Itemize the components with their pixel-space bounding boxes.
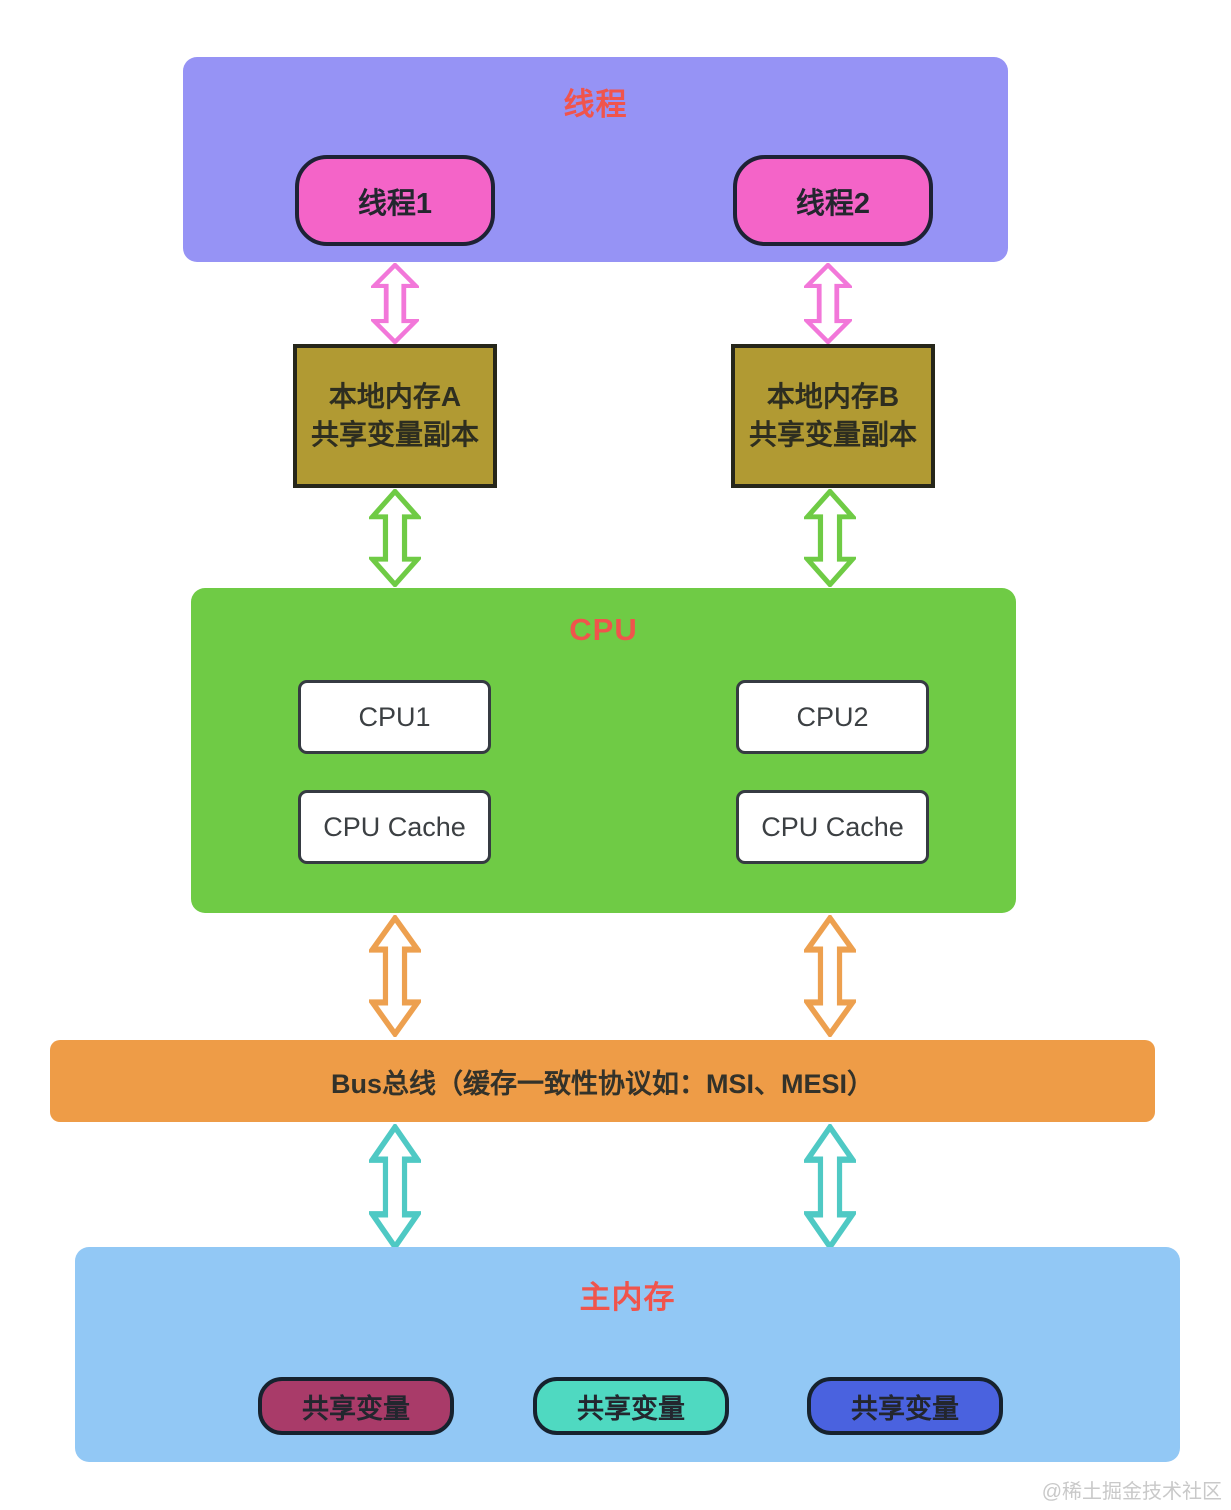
cpu1-cache-box: CPU Cache (298, 790, 491, 864)
shared-variable-2-label: 共享变量 (577, 1393, 685, 1424)
thread-1-pill: 线程1 (295, 155, 495, 246)
cpu1-cache-label: CPU Cache (323, 811, 466, 842)
shared-variable-3-label: 共享变量 (851, 1393, 959, 1424)
thread-section-title: 线程 (563, 87, 628, 122)
cpu2-box: CPU2 (736, 680, 929, 754)
main-memory-title: 主内存 (579, 1280, 676, 1315)
main-memory-container: 主内存 共享变量 共享变量 共享变量 (75, 1247, 1180, 1462)
thread-2-label: 线程2 (795, 187, 871, 220)
bus-bar: Bus总线（缓存一致性协议如：MSI、MESI） (50, 1040, 1155, 1122)
bus-label: Bus总线（缓存一致性协议如：MSI、MESI） (330, 1068, 875, 1099)
local-memory-b-line2: 共享变量副本 (748, 419, 917, 450)
cpu2-cache-box: CPU Cache (736, 790, 929, 864)
shared-variable-pill-2: 共享变量 (533, 1377, 729, 1435)
double-arrow-thread-localmem-right (804, 263, 852, 344)
local-memory-a-box: 本地内存A 共享变量副本 (293, 344, 497, 488)
double-arrow-thread-localmem-left (371, 263, 419, 344)
double-arrow-cpu-bus-right (804, 915, 856, 1037)
watermark: @稀土掘金技术社区 (1041, 1481, 1222, 1503)
thread-2-pill: 线程2 (733, 155, 933, 246)
double-arrow-bus-mainmem-left (369, 1124, 421, 1250)
double-arrow-cpu-bus-left (369, 915, 421, 1037)
cpu1-box: CPU1 (298, 680, 491, 754)
cpu2-label: CPU2 (796, 701, 869, 732)
double-arrow-bus-mainmem-right (804, 1124, 856, 1250)
shared-variable-pill-3: 共享变量 (807, 1377, 1003, 1435)
cpu-container: CPU CPU1 CPU2 CPU Cache CPU Cache (191, 588, 1016, 913)
local-memory-b-line1: 本地内存B (766, 381, 900, 413)
double-arrow-localmem-cpu-left (369, 489, 421, 587)
local-memory-a-line1: 本地内存A (328, 381, 462, 413)
local-memory-a-line2: 共享变量副本 (310, 419, 479, 450)
thread-container: 线程 线程1 线程2 (183, 57, 1008, 262)
double-arrow-localmem-cpu-right (804, 489, 856, 587)
cpu-section-title: CPU (569, 612, 638, 647)
cpu2-cache-label: CPU Cache (761, 811, 904, 842)
thread-1-label: 线程1 (357, 187, 433, 220)
local-memory-b-box: 本地内存B 共享变量副本 (731, 344, 935, 488)
shared-variable-1-label: 共享变量 (302, 1393, 410, 1424)
cpu1-label: CPU1 (358, 701, 431, 732)
shared-variable-pill-1: 共享变量 (258, 1377, 454, 1435)
